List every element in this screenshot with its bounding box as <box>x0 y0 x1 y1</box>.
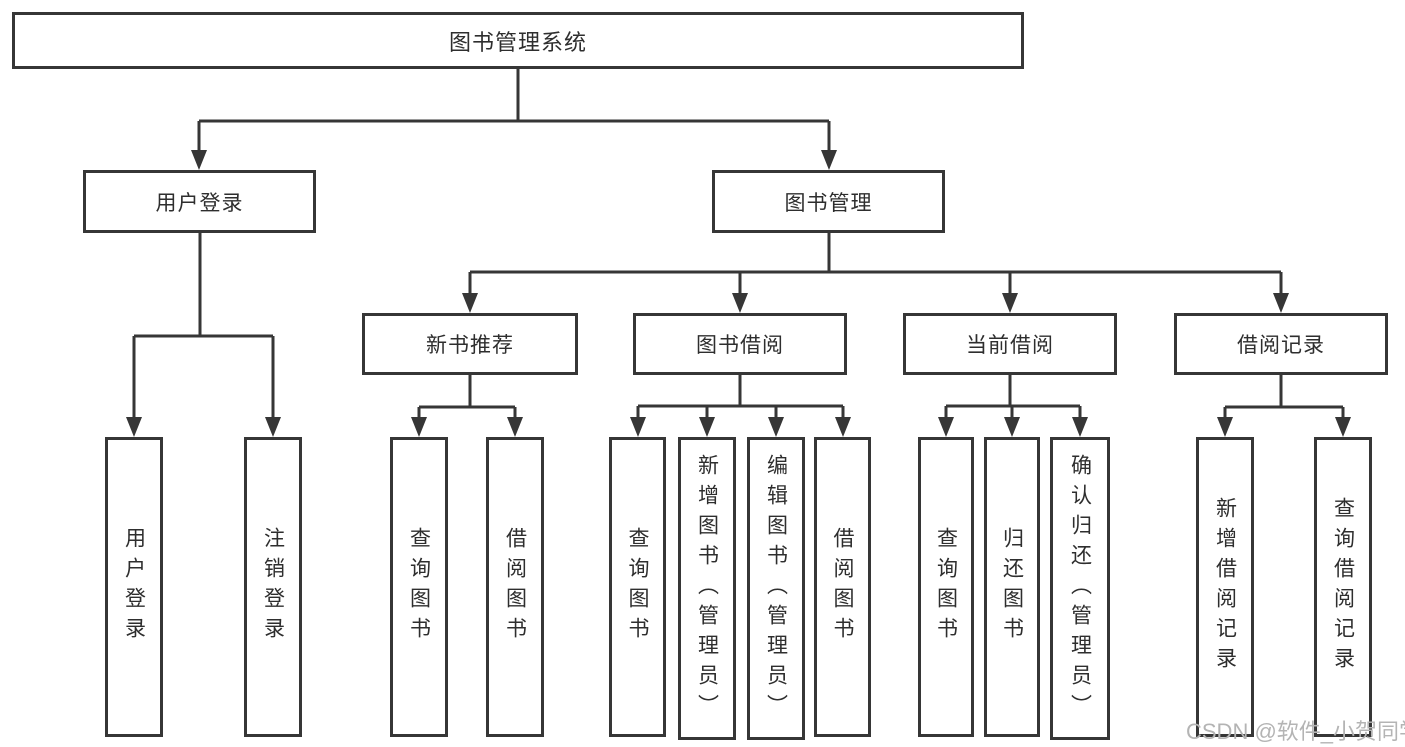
node-leaf-confirm-return-admin: 确认归还（管理员） <box>1050 437 1110 740</box>
node-leaf-logout: 注销登录 <box>244 437 302 737</box>
node-label: 查询借阅记录 <box>1331 497 1355 677</box>
node-leaf-edit-books-admin: 编辑图书（管理员） <box>747 437 805 740</box>
node-label: 注销登录 <box>261 527 285 647</box>
node-leaf-query-books-3: 查询图书 <box>918 437 974 737</box>
node-leaf-user-login: 用户登录 <box>105 437 163 737</box>
node-label: 借阅记录 <box>1237 334 1325 357</box>
node-leaf-query-books-1: 查询图书 <box>390 437 448 737</box>
node-leaf-borrow-books-2: 借阅图书 <box>814 437 871 737</box>
node-label: 用户登录 <box>122 527 146 647</box>
node-label: 当前借阅 <box>966 334 1054 357</box>
node-label: 图书借阅 <box>696 334 784 357</box>
node-label: 新增图书（管理员） <box>695 453 719 724</box>
arrowheads <box>126 150 1351 437</box>
node-label: 查询图书 <box>407 527 431 647</box>
node-label: 借阅图书 <box>831 527 854 647</box>
node-label: 图书管理系统 <box>448 29 587 55</box>
node-label: 新书推荐 <box>426 334 514 357</box>
node-book-borrowing: 图书借阅 <box>633 313 847 375</box>
node-library-management-system: 图书管理系统 <box>12 12 1024 69</box>
connector-edges <box>132 69 1345 418</box>
node-label: 查询图书 <box>626 527 649 647</box>
node-label: 查询图书 <box>934 527 958 647</box>
node-leaf-borrow-books-1: 借阅图书 <box>486 437 544 737</box>
node-label: 新增借阅记录 <box>1213 497 1237 677</box>
node-label: 编辑图书（管理员） <box>764 453 788 724</box>
node-label: 借阅图书 <box>503 527 527 647</box>
node-leaf-query-borrow-record: 查询借阅记录 <box>1314 437 1372 737</box>
node-current-borrowing: 当前借阅 <box>903 313 1117 375</box>
node-label: 图书管理 <box>784 191 873 215</box>
node-leaf-query-books-2: 查询图书 <box>609 437 666 737</box>
node-new-book-recommend: 新书推荐 <box>362 313 578 375</box>
node-label: 归还图书 <box>1000 527 1024 647</box>
csdn-watermark: CSDN @软件_小贺同学 <box>1186 719 1405 744</box>
node-label: 确认归还（管理员） <box>1068 453 1092 724</box>
node-leaf-add-borrow-record: 新增借阅记录 <box>1196 437 1254 737</box>
node-book-management: 图书管理 <box>712 170 945 233</box>
node-user-login: 用户登录 <box>83 170 316 233</box>
node-leaf-add-books-admin: 新增图书（管理员） <box>678 437 736 740</box>
node-borrowing-records: 借阅记录 <box>1174 313 1388 375</box>
node-leaf-return-books: 归还图书 <box>984 437 1040 737</box>
node-label: 用户登录 <box>155 191 244 215</box>
